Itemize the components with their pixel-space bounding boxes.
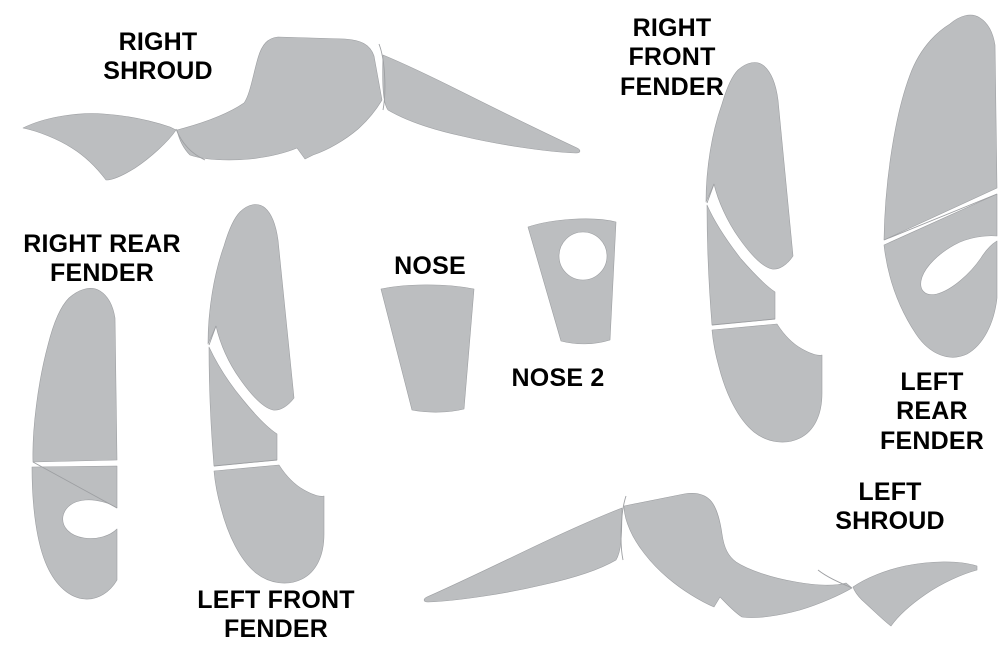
right-shroud-wing-seam — [175, 128, 206, 161]
left-rear-fender-seam — [883, 193, 998, 241]
label-nose: NOSE — [394, 252, 466, 280]
right-shroud-wing-piece — [22, 113, 177, 181]
panel-right-shroud — [22, 36, 581, 181]
right-rear-fender-upper-piece — [32, 288, 118, 463]
panel-right-front-fender — [705, 62, 823, 443]
label-nose-2: NOSE 2 — [511, 364, 605, 392]
right-front-fender-lower-piece — [711, 323, 823, 443]
right-front-fender-upper-piece — [705, 62, 794, 270]
panel-left-front-fender — [207, 204, 325, 584]
right-front-fender-middle-piece — [706, 204, 776, 326]
label-left-shroud: LEFT SHROUD — [835, 478, 945, 536]
right-shroud-body-piece — [176, 36, 383, 161]
panel-left-rear-fender — [883, 14, 998, 358]
label-right-shroud: RIGHT SHROUD — [103, 28, 213, 86]
nose-piece — [380, 284, 475, 413]
right-shroud-seam — [378, 43, 386, 111]
left-shroud-wing-piece — [852, 561, 978, 627]
left-front-fender-seam-lower — [213, 459, 278, 467]
nose-2-cutout-hole — [559, 232, 607, 280]
panel-right-rear-fender — [31, 288, 118, 600]
label-left-front-fender: LEFT FRONT FENDER — [197, 586, 355, 644]
left-shroud-wing-seam — [817, 569, 853, 589]
right-shroud-tail-piece — [382, 54, 581, 154]
left-rear-fender-upper-piece — [883, 14, 998, 241]
left-front-fender-middle-piece — [208, 346, 278, 467]
right-front-fender-seam-upper — [706, 183, 715, 204]
right-rear-fender-seam — [32, 461, 118, 509]
left-shroud-tail-piece — [423, 507, 623, 603]
left-front-fender-lower-piece — [213, 464, 325, 584]
right-front-fender-seam-lower — [711, 318, 776, 326]
panel-nose — [380, 284, 475, 413]
left-shroud-body-piece — [623, 492, 853, 618]
label-right-rear-fender: RIGHT REAR FENDER — [23, 230, 181, 288]
panel-left-shroud — [423, 492, 978, 627]
left-front-fender-seam-upper — [208, 325, 217, 346]
left-front-fender-upper-piece — [207, 204, 295, 411]
right-rear-fender-lower-piece — [31, 465, 118, 600]
label-left-rear-fender: LEFT REAR FENDER — [880, 368, 984, 455]
label-right-front-fender: RIGHT FRONT FENDER — [620, 14, 724, 101]
left-shroud-tail-seam — [620, 495, 627, 561]
nose-2-cutout-outline — [558, 231, 608, 281]
panel-nose-2 — [527, 218, 617, 345]
left-rear-fender-lower-piece — [883, 193, 998, 358]
